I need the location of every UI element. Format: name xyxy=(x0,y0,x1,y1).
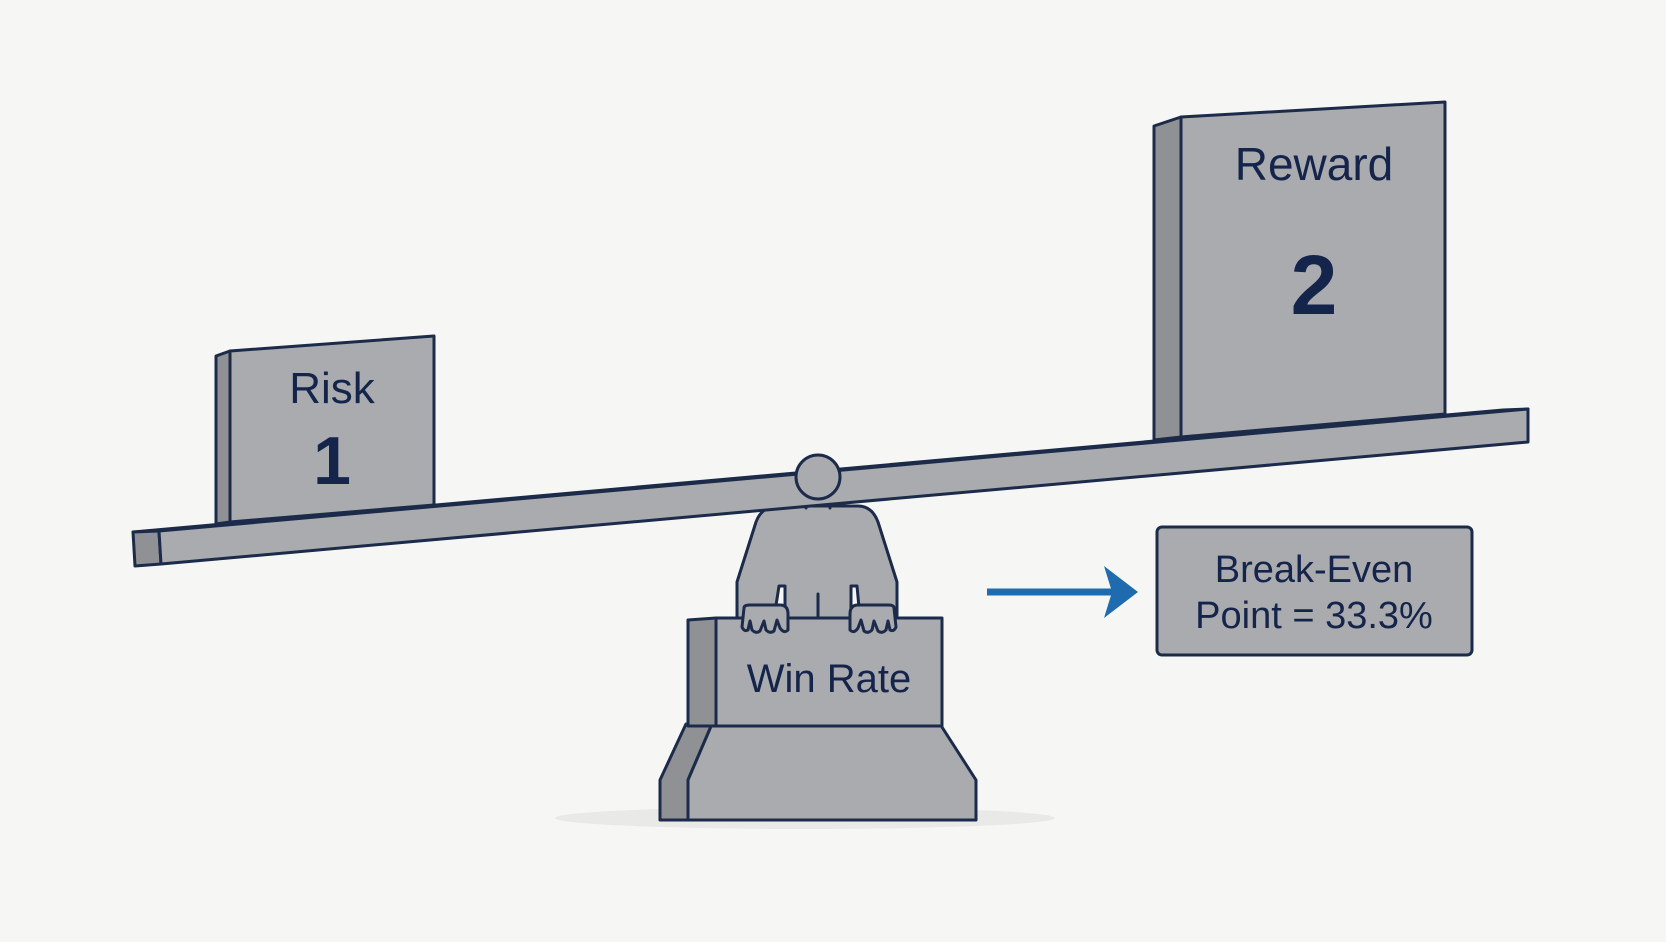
risk-block: Risk 1 xyxy=(214,334,436,526)
risk-value: 1 xyxy=(313,423,351,499)
break-even-box: Break-Even Point = 33.3% xyxy=(1155,525,1474,657)
arrow-right-icon xyxy=(987,566,1138,618)
plank-front xyxy=(157,407,1530,566)
person-icon xyxy=(735,492,899,624)
person-hand-right xyxy=(848,603,898,634)
person-hand-left xyxy=(740,603,790,634)
break-even-line2: Point = 33.3% xyxy=(1195,595,1433,637)
risk-block-front xyxy=(228,334,436,524)
reward-label: Reward xyxy=(1235,138,1394,190)
person-hands xyxy=(740,603,898,634)
reward-block-side xyxy=(1152,115,1183,442)
risk-label: Risk xyxy=(289,364,376,413)
reward-block: Reward 2 xyxy=(1152,100,1447,442)
plank-end-left xyxy=(131,529,163,568)
person-head xyxy=(794,453,842,501)
break-even-box-frame xyxy=(1155,525,1474,657)
win-rate-block-side xyxy=(686,616,718,728)
risk-block-side xyxy=(214,349,232,526)
pedestal-front xyxy=(686,722,978,822)
win-rate-label: Win Rate xyxy=(747,657,912,701)
reward-value: 2 xyxy=(1291,238,1338,332)
reward-block-front xyxy=(1179,100,1447,439)
pedestal xyxy=(658,722,978,822)
win-rate-block-front xyxy=(714,616,944,728)
break-even-line1: Break-Even xyxy=(1215,549,1414,591)
win-rate-block: Win Rate xyxy=(686,616,944,728)
arrow-head xyxy=(1104,566,1138,618)
